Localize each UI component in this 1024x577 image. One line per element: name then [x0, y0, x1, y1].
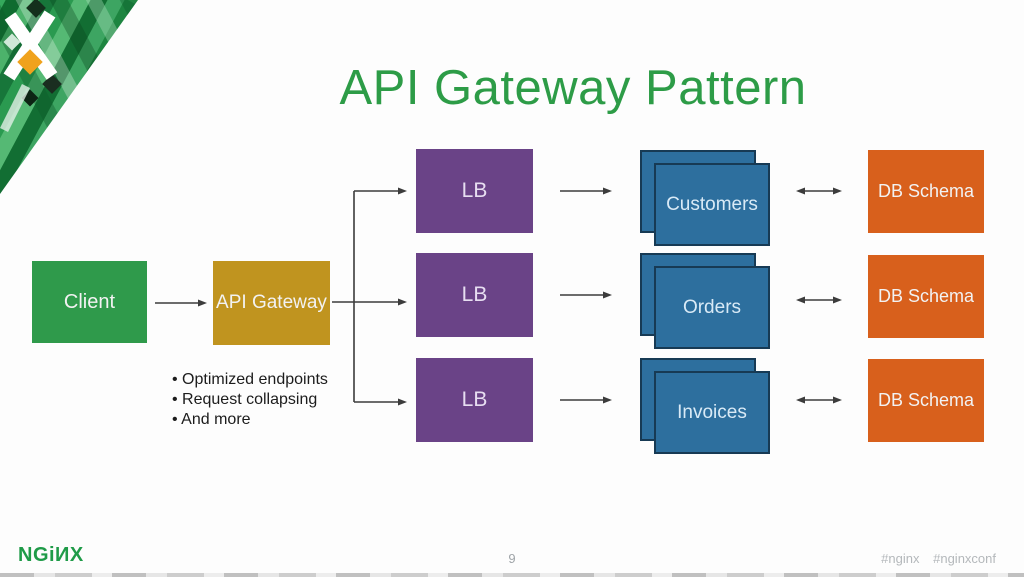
arrow-orders-db: [796, 296, 842, 304]
service-label: Orders: [682, 296, 742, 318]
load-balancer-label: LB: [461, 283, 488, 306]
db-schema-node-2: DB Schema: [868, 255, 984, 338]
service-node-customers: Customers: [640, 150, 772, 248]
db-schema-label: DB Schema: [877, 181, 975, 201]
load-balancer-node-1: LB: [416, 149, 533, 233]
arrow-lb-to-customers: [560, 187, 612, 195]
gateway-note: Request collapsing: [172, 390, 328, 410]
arrow-gateway-fanout: [332, 187, 407, 406]
load-balancer-label: LB: [461, 179, 488, 202]
api-gateway-node-label: API Gateway: [216, 292, 327, 313]
db-schema-node-1: DB Schema: [868, 150, 984, 233]
gateway-note: And more: [172, 410, 328, 430]
arrow-client-to-gateway: [155, 299, 207, 307]
footer-hashtags: #nginx #nginxconf: [871, 551, 996, 566]
gateway-notes-list: Optimized endpoints Request collapsing A…: [172, 370, 328, 430]
service-node-orders: Orders: [640, 253, 772, 351]
service-node-invoices: Invoices: [640, 358, 772, 456]
db-schema-label: DB Schema: [877, 286, 975, 306]
arrow-lb-to-invoices: [560, 396, 612, 404]
load-balancer-node-2: LB: [416, 253, 533, 337]
load-balancer-label: LB: [461, 388, 488, 411]
arrow-lb-to-orders: [560, 291, 612, 299]
nginx-mosaic-logo-icon: [0, 0, 152, 200]
db-schema-label: DB Schema: [877, 390, 975, 410]
db-schema-node-3: DB Schema: [868, 359, 984, 442]
gateway-note: Optimized endpoints: [172, 370, 328, 390]
service-label: Customers: [666, 193, 758, 215]
page-title: API Gateway Pattern: [339, 61, 807, 115]
arrow-invoices-db: [796, 396, 842, 404]
load-balancer-node-3: LB: [416, 358, 533, 442]
arrow-customers-db: [796, 187, 842, 195]
page-number: 9: [508, 551, 516, 566]
hashtag-nginx: #nginx: [881, 551, 920, 566]
client-node-label: Client: [63, 290, 116, 313]
client-node: Client: [32, 261, 147, 343]
hashtag-nginxconf: #nginxconf: [933, 551, 996, 566]
bottom-edge-artifact: [0, 573, 1024, 577]
nginx-wordmark: NGiИX: [18, 544, 84, 566]
api-gateway-node: API Gateway: [213, 261, 330, 345]
service-label: Invoices: [677, 401, 747, 423]
service-stack-front: Orders: [654, 266, 770, 349]
service-stack-front: Invoices: [654, 371, 770, 454]
service-stack-front: Customers: [654, 163, 770, 246]
